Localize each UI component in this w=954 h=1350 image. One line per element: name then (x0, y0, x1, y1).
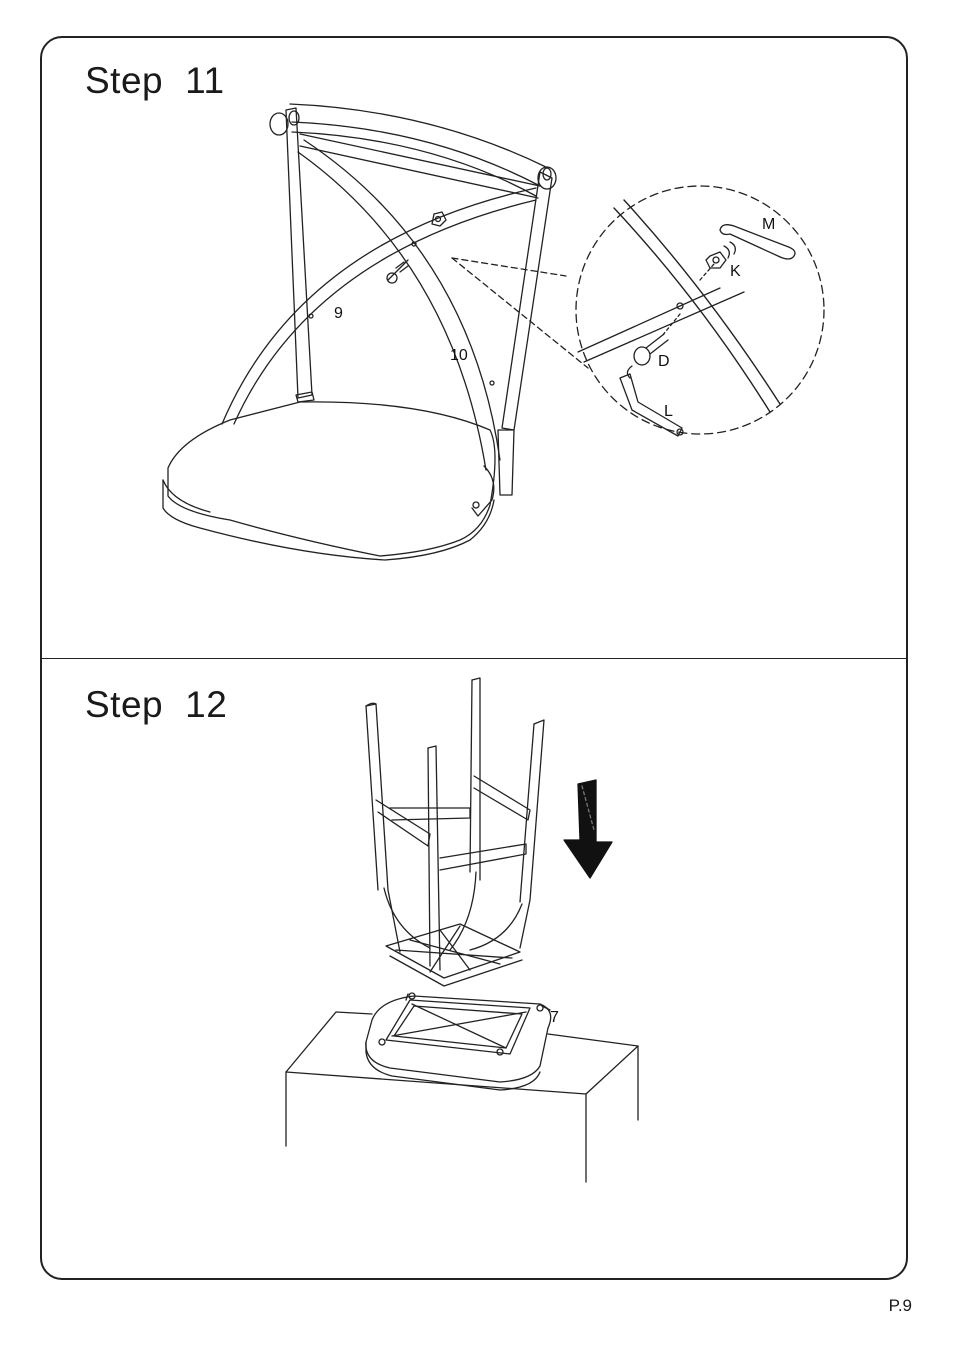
page-number: P.9 (889, 1296, 912, 1316)
part-label-9: 9 (334, 305, 343, 322)
step-11-chair-illustration: 9 10 (163, 104, 556, 560)
step-12-chair-illustration: 7 (286, 678, 638, 1182)
part-label-7: 7 (550, 1009, 559, 1026)
detail-label-d: D (658, 353, 670, 370)
detail-label-l: L (664, 403, 673, 420)
part-label-10: 10 (450, 347, 468, 364)
detail-callout: M K D L (452, 186, 824, 436)
detail-label-m: M (762, 216, 775, 233)
detail-label-k: K (730, 263, 741, 280)
